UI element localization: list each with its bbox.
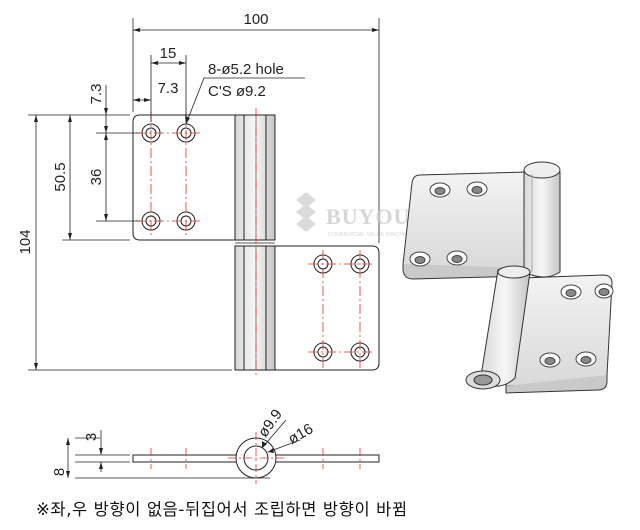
lower-knuckle xyxy=(234,245,276,371)
isometric-view xyxy=(402,161,613,394)
upper-knuckle xyxy=(234,114,276,241)
dimension-lines xyxy=(28,18,380,371)
dim-overall-width: 100 xyxy=(243,11,268,28)
dimension-arrows xyxy=(34,28,379,370)
hole xyxy=(575,351,597,367)
iso-upper-knuckle xyxy=(523,165,561,278)
upper-leaf xyxy=(132,114,236,241)
iso-holes xyxy=(409,181,614,368)
watermark-tagline: COMMERCIAL VALUE INNOVATION ENERGY xyxy=(328,232,444,238)
dim-leaf-height: 50.5 xyxy=(52,162,69,191)
footnote: ※좌,우 방향이 없음-뒤집어서 조립하면 방향이 바뀜 xyxy=(36,500,408,519)
dim-hole-edge-y: 7.3 xyxy=(88,84,105,105)
dim-hole-spec-line2: C'S ø9.2 xyxy=(208,83,266,100)
dim-hole-spacing-y: 36 xyxy=(88,169,105,186)
dim-hole-edge-x: 7.3 xyxy=(158,80,179,97)
dim-overall-height: 104 xyxy=(17,229,34,254)
hole xyxy=(560,284,582,300)
hole xyxy=(429,182,451,198)
dim-hole-spacing-x: 15 xyxy=(160,45,177,62)
hole xyxy=(466,181,488,197)
dim-pin-diameter: ø9.9 xyxy=(255,406,286,440)
hole xyxy=(409,251,431,267)
hole xyxy=(539,352,561,368)
center-lines xyxy=(136,108,375,378)
dim-hole-spec-line1: 8-ø5.2 hole xyxy=(208,61,284,78)
hole xyxy=(594,283,614,299)
dim-knuckle-height: 8 xyxy=(51,468,68,476)
front-view xyxy=(132,114,380,371)
hole xyxy=(446,250,468,266)
side-center-lines xyxy=(150,432,361,484)
lower-leaf xyxy=(274,245,380,371)
dim-thickness: 3 xyxy=(83,433,100,441)
side-arrows xyxy=(66,438,274,478)
watermark-logo-icon xyxy=(296,192,316,232)
